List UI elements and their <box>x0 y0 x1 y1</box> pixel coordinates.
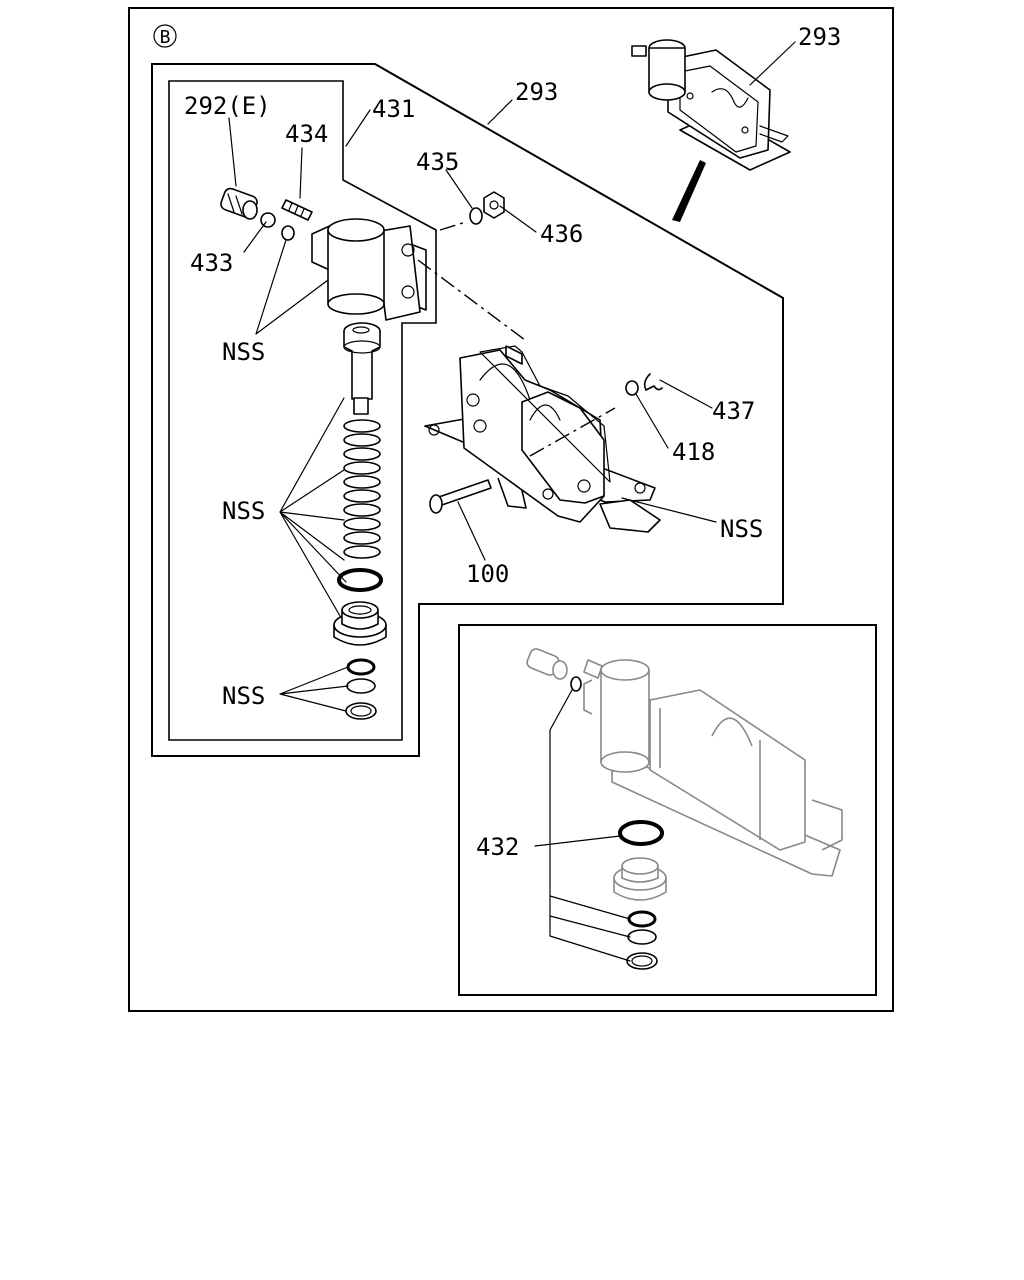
inset-small-o-ring <box>570 676 582 692</box>
centre-line-3 <box>529 407 616 457</box>
seal-ring-3 <box>345 702 377 720</box>
seal-ring-2 <box>346 678 376 694</box>
retainer-cup <box>333 601 387 646</box>
inset-retainer-cup <box>613 857 667 901</box>
part-437-clip <box>643 373 663 391</box>
label-292: 292(E) <box>184 92 271 120</box>
inset-seal-ring-2 <box>627 929 657 945</box>
outer-frame <box>128 7 894 1012</box>
o-ring-large <box>337 568 383 592</box>
part-435-washer <box>469 207 483 225</box>
label-431: 431 <box>372 95 415 123</box>
label-nss-4: NSS <box>720 515 763 543</box>
label-nss-1: NSS <box>222 338 265 366</box>
part-433-washer <box>260 212 276 228</box>
label-432: 432 <box>476 833 519 861</box>
assembly-293-boundary <box>151 63 784 757</box>
part-434-bolt <box>281 199 313 221</box>
label-437: 437 <box>712 397 755 425</box>
lever-bracket-assembly <box>424 345 661 533</box>
label-293-mid: 293 <box>515 78 558 106</box>
inset-seal-ring-3 <box>626 952 658 970</box>
svg-text:B: B <box>160 27 171 48</box>
inset-assembly <box>526 648 843 877</box>
leader-lines <box>228 41 796 962</box>
part-431-cylinder-body <box>311 218 427 321</box>
label-433: 433 <box>190 249 233 277</box>
seal-ring-1 <box>346 658 376 676</box>
label-435: 435 <box>416 148 459 176</box>
label-100: 100 <box>466 560 509 588</box>
label-436: 436 <box>540 220 583 248</box>
inset-fitting <box>526 648 568 680</box>
part-436-nut <box>483 191 505 219</box>
label-nss-2: NSS <box>222 497 265 525</box>
part-100-pin <box>429 479 492 514</box>
inset-seal-ring-1 <box>627 910 657 928</box>
spring <box>343 419 381 559</box>
view-marker: B <box>153 24 177 48</box>
small-o-ring <box>281 225 295 241</box>
assembly-431-boundary <box>168 80 437 741</box>
label-293-top: 293 <box>798 23 841 51</box>
inset-frame <box>458 624 877 996</box>
part-432-o-ring <box>618 820 664 846</box>
part-418-washer <box>625 380 639 396</box>
label-418: 418 <box>672 438 715 466</box>
assembly-293-thumbnail <box>631 39 791 222</box>
label-nss-3: NSS <box>222 682 265 710</box>
piston <box>343 322 381 415</box>
label-434: 434 <box>285 120 328 148</box>
centre-line-1 <box>417 259 526 341</box>
part-292-fitting <box>220 187 258 220</box>
centre-line-2 <box>439 221 467 231</box>
